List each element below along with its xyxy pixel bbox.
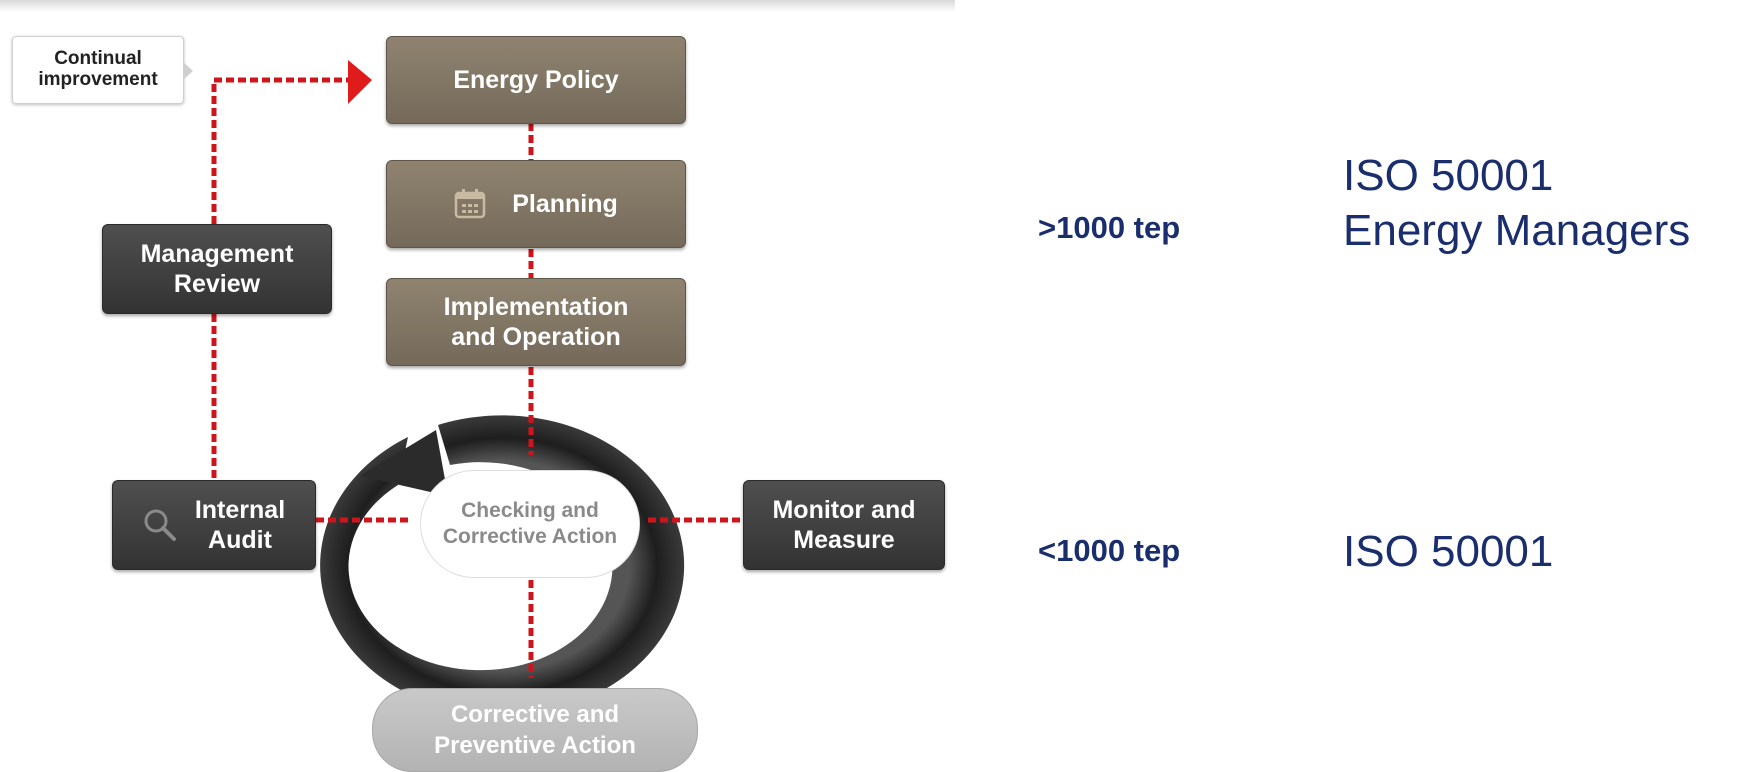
continual-improvement-callout: Continual improvement [12,36,184,104]
tier-requirement-energy-managers: Energy Managers [1343,206,1691,255]
monitor-measure-box: Monitor and Measure [743,480,945,570]
tier-threshold-low: <1000 tep [1038,533,1181,568]
top-shadow-bar [0,0,955,12]
callout-tip [183,62,193,80]
monitor-measure-label: Monitor and Measure [772,496,916,554]
red-dashed-connectors [211,77,743,678]
magnifier-icon [143,508,177,542]
planning-box: Planning [386,160,686,248]
tier-threshold-high: >1000 tep [1038,210,1181,245]
internal-audit-label: Internal Audit [194,496,286,554]
tier-requirement-iso-low: ISO 50001 [1343,527,1554,576]
arrowhead-icon [348,60,372,104]
checking-corrective-oval: Checking and Corrective Action [420,470,640,578]
management-review-label: Management Review [140,240,294,298]
corrective-preventive-pill: Corrective and Preventive Action [372,688,698,772]
energy-policy-label: Energy Policy [453,66,619,94]
energy-policy-box: Energy Policy [386,36,686,124]
calendar-icon [454,189,486,219]
implementation-box: Implementation and Operation [386,278,686,366]
implementation-label: Implementation and Operation [443,293,629,351]
tier-requirement-iso-high: ISO 50001 [1343,151,1554,200]
planning-label: Planning [512,190,618,218]
internal-audit-box: Internal Audit [112,480,316,570]
management-review-box: Management Review [102,224,332,314]
